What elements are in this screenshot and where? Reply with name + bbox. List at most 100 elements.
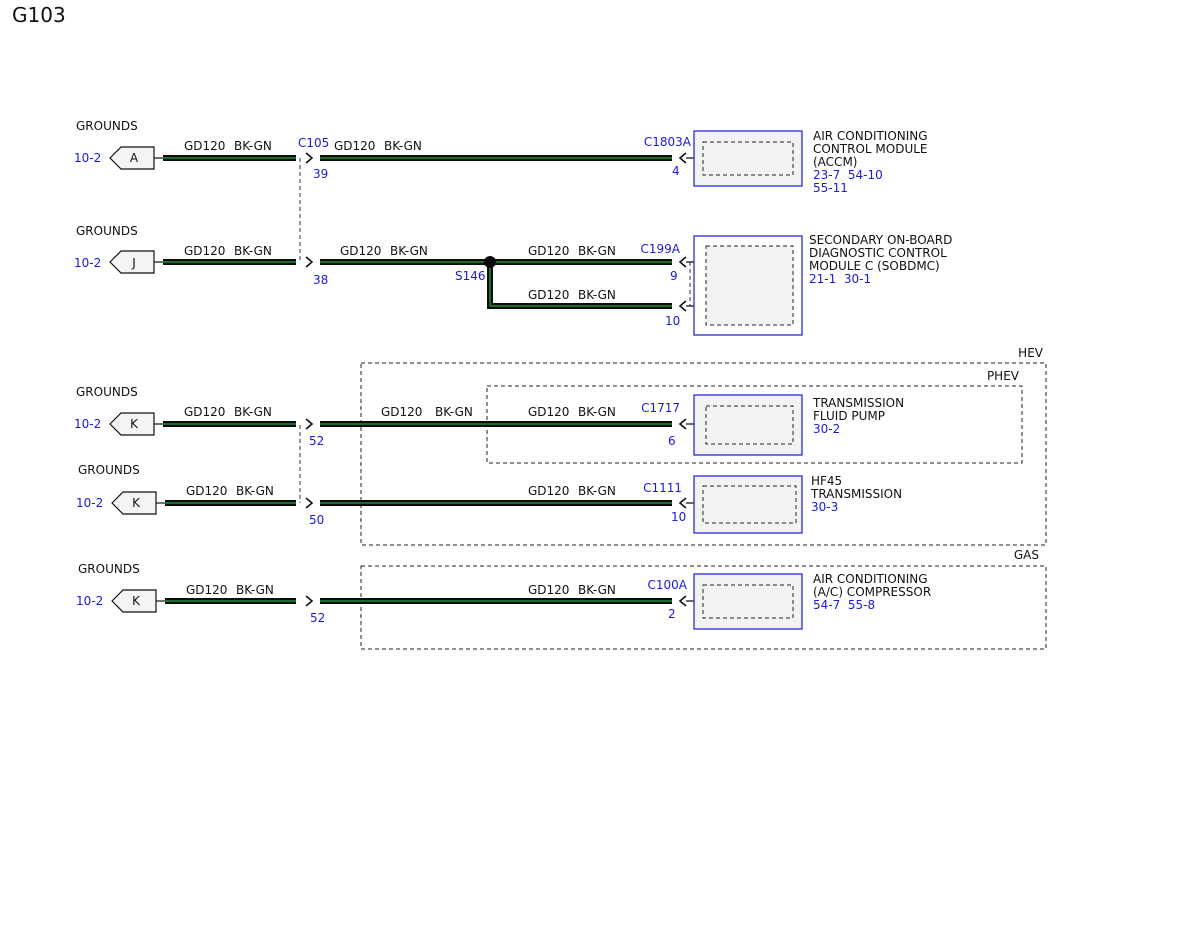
wire-circuit-label: GD120 (184, 244, 225, 258)
module-pin: 2 (668, 607, 676, 621)
wire-circuit-label: GD120 (528, 583, 569, 597)
module-ref[interactable]: 55-11 (813, 181, 848, 195)
wire-labels: GD120 BK-GN GD120 BK-GN GD120 BK-GN GD12… (184, 139, 616, 597)
connector-housing-links (299, 158, 691, 503)
chevron-left-icon (678, 152, 687, 164)
chevron-left-icon (678, 418, 687, 430)
module-ref[interactable]: 21-1 30-1 (809, 272, 871, 286)
wire-color-label: BK-GN (236, 484, 274, 498)
inline-connector-pin: 52 (310, 611, 325, 625)
module-accm[interactable]: C1803A 4 AIR CONDITIONING CONTROL MODULE… (644, 129, 928, 195)
ground-label: GROUNDS (78, 562, 140, 576)
module-connector-name[interactable]: C199A (641, 242, 681, 256)
module-ref[interactable]: 30-3 (811, 500, 838, 514)
inline-connector-pin: 52 (309, 434, 324, 448)
wire-circuit-label: GD120 (184, 405, 225, 419)
module-name-line: (ACCM) (813, 155, 857, 169)
wire-circuit-label: GD120 (334, 139, 375, 153)
module-name-line: CONTROL MODULE (813, 142, 928, 156)
module-connector-name[interactable]: C1803A (644, 135, 692, 149)
splice-dot (484, 256, 496, 268)
inline-connector-pin: 39 (313, 167, 328, 181)
inline-connector-pin: 50 (309, 513, 324, 527)
module-ac-compressor[interactable]: C100A 2 AIR CONDITIONING (A/C) COMPRESSO… (648, 572, 932, 630)
module-hf45-transmission[interactable]: C1111 10 HF45 TRANSMISSION 30-3 (643, 474, 902, 534)
diagram-title: G103 (12, 3, 66, 27)
modules: C1803A 4 AIR CONDITIONING CONTROL MODULE… (641, 129, 953, 630)
wire-circuit-label: GD120 (528, 484, 569, 498)
ground-pin: K (132, 496, 141, 510)
ground-ref[interactable]: 10-2 (76, 594, 103, 608)
module-name-line: AIR CONDITIONING (813, 572, 928, 586)
inline-connectors (305, 152, 687, 607)
module-connector-name[interactable]: C100A (648, 578, 688, 592)
ground-pin: J (131, 256, 136, 270)
splice-label: S146 (455, 269, 486, 283)
wire-color-label: BK-GN (578, 484, 616, 498)
gas-box (360, 565, 1047, 650)
gas-label: GAS (1014, 548, 1039, 562)
wire-circuit-label: GD120 (528, 288, 569, 302)
ground-ref[interactable]: 10-2 (76, 496, 103, 510)
module-name-line: TRANSMISSION (812, 396, 904, 410)
wire-color-label: BK-GN (578, 583, 616, 597)
wire-color-label: BK-GN (578, 405, 616, 419)
ground-terminal: K (111, 491, 157, 515)
module-name-line: HF45 (811, 474, 842, 488)
chevron-left-icon (678, 497, 687, 509)
module-pin: 9 (670, 269, 678, 283)
wire-color-label: BK-GN (234, 244, 272, 258)
module-name-line: SECONDARY ON-BOARD (809, 233, 952, 247)
wire-color-label: BK-GN (390, 244, 428, 258)
wire-color-label: BK-GN (234, 405, 272, 419)
ground-label: GROUNDS (78, 463, 140, 477)
module-connector-name[interactable]: C1717 (641, 401, 680, 415)
wire-circuit-label: GD120 (184, 139, 225, 153)
wire-color-label: BK-GN (236, 583, 274, 597)
module-name-line: (A/C) COMPRESSOR (813, 585, 931, 599)
ground-terminal: K (111, 589, 157, 613)
wire-circuit-label: GD120 (340, 244, 381, 258)
chevron-right-icon (305, 152, 314, 164)
ground-terminal: J (109, 250, 155, 274)
ground-terminal: K (109, 412, 155, 436)
ground-ref[interactable]: 10-2 (74, 417, 101, 431)
chevron-right-icon (305, 497, 314, 509)
ground-ref[interactable]: 10-2 (74, 256, 101, 270)
chevron-right-icon (305, 256, 314, 268)
hev-label: HEV (1018, 346, 1044, 360)
module-name-line: MODULE C (SOBDMC) (809, 259, 940, 273)
ground-label: GROUNDS (76, 385, 138, 399)
chevron-left-icon (678, 256, 687, 268)
ground-label: GROUNDS (76, 224, 138, 238)
module-connector-name[interactable]: C1111 (643, 481, 682, 495)
module-name-line: TRANSMISSION (810, 487, 902, 501)
wire-circuit-label: GD120 (528, 244, 569, 258)
wire-color-label: BK-GN (578, 288, 616, 302)
chevron-right-icon (305, 595, 314, 607)
chevron-left-icon (678, 595, 687, 607)
wires (163, 155, 672, 604)
inline-connector-name[interactable]: C105 (298, 136, 329, 150)
module-transmission-fluid-pump[interactable]: C1717 6 TRANSMISSION FLUID PUMP 30-2 (641, 394, 904, 456)
wire-color-label: BK-GN (435, 405, 473, 419)
module-pin: 10 (665, 314, 680, 328)
module-ref[interactable]: 54-7 55-8 (813, 598, 875, 612)
chevron-left-icon (678, 300, 687, 312)
ground-terminal: A (109, 146, 155, 170)
wire-circuit-label: GD120 (381, 405, 422, 419)
module-sobdmc[interactable]: C199A 9 10 SECONDARY ON-BOARD DIAGNOSTIC… (641, 233, 953, 336)
module-pin: 4 (672, 164, 680, 178)
module-ref[interactable]: 30-2 (813, 422, 840, 436)
wire-color-label: BK-GN (384, 139, 422, 153)
module-name-line: FLUID PUMP (813, 409, 885, 423)
module-pin-leads (686, 157, 706, 602)
phev-label: PHEV (987, 369, 1020, 383)
module-ref[interactable]: 23-7 54-10 (813, 168, 883, 182)
module-pin: 6 (668, 434, 676, 448)
chevron-right-icon (305, 418, 314, 430)
inline-connector-pin: 38 (313, 273, 328, 287)
ground-ref[interactable]: 10-2 (74, 151, 101, 165)
wire-circuit-label: GD120 (186, 484, 227, 498)
module-name-line: AIR CONDITIONING (813, 129, 928, 143)
